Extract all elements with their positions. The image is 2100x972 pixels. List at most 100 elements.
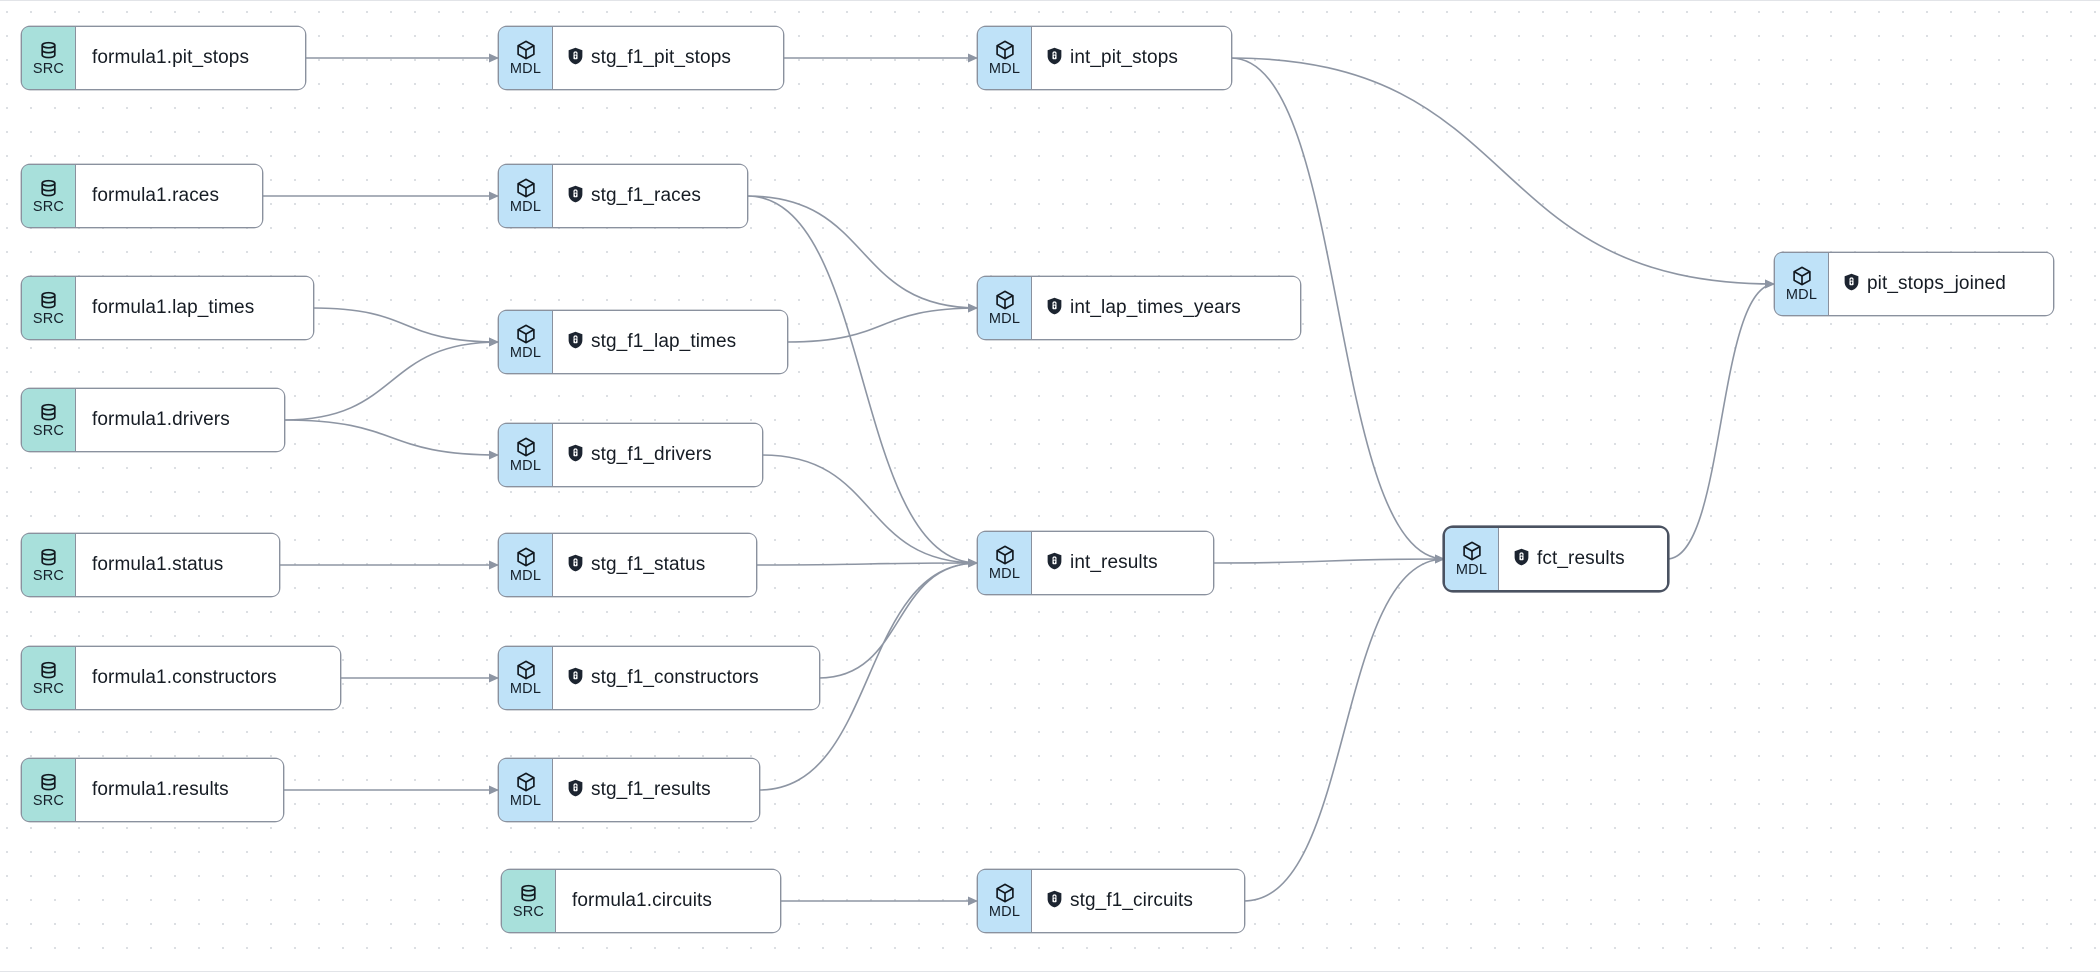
shield-lock-icon [567, 779, 584, 802]
node-body: formula1.lap_times [76, 277, 313, 339]
node-label: formula1.pit_stops [92, 47, 250, 68]
node-label: stg_f1_races [591, 185, 701, 206]
edge-src_drivers-to-stg_drivers [283, 419, 500, 460]
badge-label: SRC [512, 903, 545, 920]
node-body: formula1.pit_stops [76, 27, 305, 89]
cube-icon [515, 177, 537, 199]
badge-label: MDL [509, 681, 542, 698]
source-badge: SRC [22, 27, 76, 89]
source-badge: SRC [22, 534, 76, 596]
shield-lock-icon [567, 554, 584, 577]
cube-icon [515, 39, 537, 61]
node-label: stg_f1_circuits [1070, 890, 1193, 911]
badge-label: MDL [988, 61, 1021, 78]
edge-fct_results-to-pit_stops_joined [1666, 279, 1776, 560]
node-stg_circuits[interactable]: MDL stg_f1_circuits [978, 870, 1244, 932]
cube-icon [515, 323, 537, 345]
shield-lock-icon [1843, 273, 1860, 296]
node-body: int_results [1032, 532, 1213, 594]
node-label: stg_f1_lap_times [591, 331, 737, 352]
edge-int_pit_stops-to-pit_stops_joined [1230, 57, 1776, 289]
node-label: pit_stops_joined [1867, 273, 2006, 294]
badge-label: SRC [32, 198, 65, 215]
node-label: formula1.circuits [572, 890, 713, 911]
edge-stg_races-to-int_results [746, 195, 979, 568]
node-label: int_results [1070, 552, 1158, 573]
node-body: pit_stops_joined [1829, 253, 2053, 315]
source-badge: SRC [502, 870, 556, 932]
node-src_pit_stops[interactable]: SRC formula1.pit_stops [22, 27, 305, 89]
node-stg_pit_stops[interactable]: MDL stg_f1_pit_stops [499, 27, 783, 89]
badge-label: SRC [32, 310, 65, 327]
cube-icon [1791, 265, 1813, 287]
database-cylinder-icon [38, 660, 59, 681]
node-fct_results[interactable]: MDL fct_results [1445, 528, 1667, 590]
node-body: stg_f1_results [553, 759, 759, 821]
badge-label: SRC [32, 60, 65, 77]
node-label: int_lap_times_years [1070, 297, 1241, 318]
badge-label: SRC [32, 567, 65, 584]
node-stg_lap_times[interactable]: MDL stg_f1_lap_times [499, 311, 787, 373]
cube-icon [515, 659, 537, 681]
shield-lock-icon [567, 331, 584, 354]
edge-src_lap_times-to-stg_lap_times [312, 307, 500, 347]
node-stg_constructors[interactable]: MDL stg_f1_constructors [499, 647, 819, 709]
badge-label: MDL [509, 793, 542, 810]
source-badge: SRC [22, 389, 76, 451]
node-int_pit_stops[interactable]: MDL int_pit_stops [978, 27, 1231, 89]
node-body: stg_f1_lap_times [553, 311, 787, 373]
node-label: formula1.results [92, 779, 229, 800]
node-stg_results[interactable]: MDL stg_f1_results [499, 759, 759, 821]
source-badge: SRC [22, 759, 76, 821]
node-src_drivers[interactable]: SRC formula1.drivers [22, 389, 284, 451]
cube-icon [1461, 540, 1483, 562]
model-badge: MDL [978, 870, 1032, 932]
node-label: fct_results [1537, 548, 1625, 569]
node-label: stg_f1_pit_stops [591, 47, 731, 68]
badge-label: SRC [32, 680, 65, 697]
node-body: stg_f1_status [553, 534, 756, 596]
badge-label: MDL [509, 345, 542, 362]
node-body: int_pit_stops [1032, 27, 1231, 89]
badge-label: MDL [509, 568, 542, 585]
database-cylinder-icon [38, 402, 59, 423]
edge-stg_races-to-int_lap_times [746, 195, 979, 313]
node-src_lap_times[interactable]: SRC formula1.lap_times [22, 277, 313, 339]
badge-label: SRC [32, 792, 65, 809]
edge-stg_drivers-to-int_results [761, 454, 979, 568]
node-body: formula1.status [76, 534, 279, 596]
shield-lock-icon [567, 185, 584, 208]
node-int_lap_times[interactable]: MDL int_lap_times_years [978, 277, 1300, 339]
model-badge: MDL [499, 311, 553, 373]
model-badge: MDL [499, 27, 553, 89]
model-badge: MDL [978, 277, 1032, 339]
model-badge: MDL [1445, 528, 1499, 590]
node-body: stg_f1_races [553, 165, 747, 227]
node-label: formula1.lap_times [92, 297, 255, 318]
node-stg_status[interactable]: MDL stg_f1_status [499, 534, 756, 596]
cube-icon [994, 39, 1016, 61]
shield-lock-icon [1046, 552, 1063, 575]
node-label: int_pit_stops [1070, 47, 1178, 68]
node-src_status[interactable]: SRC formula1.status [22, 534, 279, 596]
node-src_circuits[interactable]: SRC formula1.circuits [502, 870, 780, 932]
node-body: formula1.results [76, 759, 283, 821]
node-src_results[interactable]: SRC formula1.results [22, 759, 283, 821]
node-body: formula1.drivers [76, 389, 284, 451]
shield-lock-icon [567, 667, 584, 690]
node-label: formula1.drivers [92, 409, 230, 430]
database-cylinder-icon [38, 178, 59, 199]
edge-stg_constructors-to-int_results [818, 558, 979, 679]
shield-lock-icon [1046, 890, 1063, 913]
cube-icon [994, 544, 1016, 566]
edge-stg_lap_times-to-int_lap_times [786, 303, 979, 343]
node-label: stg_f1_constructors [591, 667, 759, 688]
cube-icon [515, 546, 537, 568]
